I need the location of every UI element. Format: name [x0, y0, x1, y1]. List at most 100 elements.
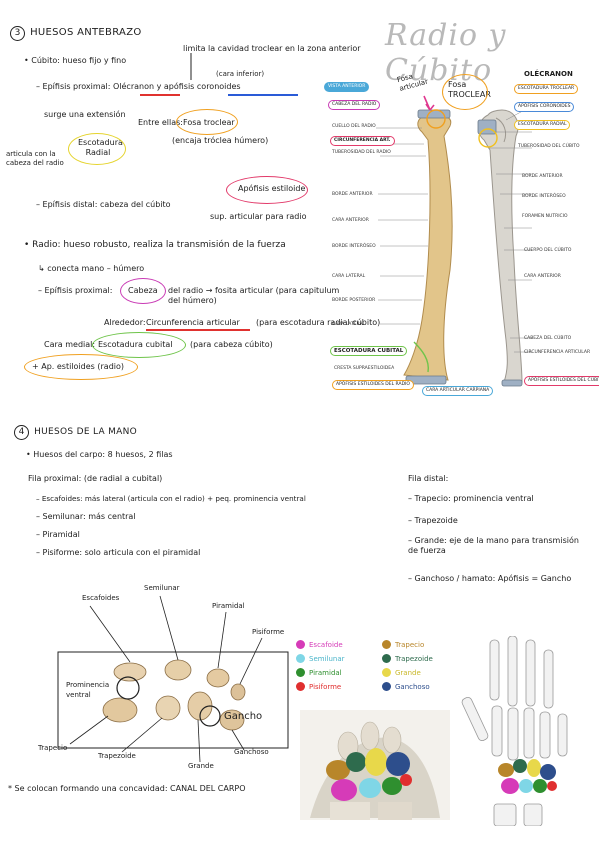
- fila-proximal-label: Fila proximal: (de radial a cubital): [28, 474, 163, 483]
- escotadura-cubital-rest: (para cabeza cúbito): [190, 340, 273, 349]
- cara-anterior-cubito-label: CARA ANTERIOR: [524, 274, 561, 279]
- alrededor-label: Alrededor:: [104, 318, 146, 327]
- dist-item-2: – Trapezoide: [408, 516, 458, 525]
- escotadura-cubital-highlight: [92, 332, 186, 358]
- foramen-nutricio-label: FORAMEN NUTRICIO: [522, 214, 568, 219]
- radius-bone: [403, 114, 453, 381]
- legend-label: Trapecio: [395, 640, 425, 649]
- hand-skeleton-illustration: [461, 636, 568, 826]
- escotadura-radial-highlight: [68, 133, 126, 165]
- borde-anterior-radio-label: BORDE ANTERIOR: [332, 192, 373, 197]
- epifisis-distal-cubito: – Epífisis distal: cabeza del cúbito: [36, 200, 171, 209]
- fila-distal-label: Fila distal:: [408, 474, 449, 483]
- prox-item-2: – Semilunar: más central: [36, 512, 136, 521]
- tuberosidad-radio-label: TUBEROSIDAD DEL RADIO: [332, 150, 391, 155]
- apofisis-coronoides-label: APÓFISIS CORONOIDES: [514, 102, 575, 112]
- dist-item-3: – Grande: eje de la mano para transmisió…: [408, 536, 579, 555]
- cubito-line: • Cúbito: hueso fijo y fino: [24, 56, 127, 65]
- epifisis-proximal-radio: – Epífisis proximal:: [38, 286, 113, 295]
- escafoides-label: Escafoides: [82, 594, 120, 602]
- circunferencia-text: Circunferencia articular: [146, 318, 240, 327]
- legend-label: Ganchoso: [395, 682, 430, 691]
- escotadura-radial-figure-label: ESCOTADURA RADIAL: [514, 120, 571, 130]
- carpo-line: • Huesos del carpo: 8 huesos, 2 filas: [26, 450, 173, 459]
- carpus-legend: Escafoide Semilunar Piramidal Pisiforme …: [296, 640, 456, 710]
- prox-item-3: – Piramidal: [36, 530, 80, 539]
- ulna-bone: [478, 109, 523, 383]
- trapezoide-label: Trapezoide: [98, 752, 136, 760]
- carpus-figure: Escafoides Semilunar Piramidal Pisiforme…: [30, 582, 300, 772]
- legend-trapezoide: Trapezoide: [382, 654, 433, 663]
- radius-ulna-illustration: [376, 95, 533, 387]
- olecranon-underline: [140, 94, 180, 96]
- ap-estiloides-highlight: [24, 354, 138, 380]
- cara-articular-carpiana-label: CARA ARTICULAR CARPIANA: [422, 386, 494, 396]
- legend-dot: [382, 640, 391, 649]
- cara-medial-label: Cara medial:: [44, 340, 96, 349]
- cabeza-highlight: [120, 278, 166, 304]
- legend-dot: [382, 682, 391, 691]
- legend-dot: [296, 640, 305, 649]
- legend-dot: [382, 668, 391, 677]
- colored-carpus-illustration: [300, 710, 450, 820]
- apofisis-estiloide-highlight: [226, 176, 308, 204]
- legend-label: Piramidal: [309, 668, 342, 677]
- radio-line: • Radio: hueso robusto, realiza la trans…: [24, 240, 286, 250]
- borde-anterior-cubito-label: BORDE ANTERIOR: [522, 174, 563, 179]
- cara-lateral-radio-label: CARA LATERAL: [332, 274, 366, 279]
- cara-lateral-2-label: CARA LATERAL: [332, 322, 366, 327]
- grande-label: Grande: [188, 762, 214, 770]
- circunferencia-rest: (para escotadura radial cúbito): [256, 318, 381, 327]
- prox-item-1: – Escafoides: más lateral (articula con …: [36, 494, 306, 503]
- cresta-supraestiloidea-label: CRESTA SUPRAESTILOIDEA: [334, 366, 395, 371]
- legend-label: Pisiforme: [309, 682, 342, 691]
- escotadura-cubital-figure-label: ESCOTADURA CUBITAL: [330, 346, 408, 356]
- section4-header: 4 HUESOS DE LA MANO: [14, 419, 137, 440]
- forearm-script-title: Radio y Cúbito: [385, 18, 507, 88]
- section3-title: HUESOS ANTEBRAZO: [30, 27, 142, 38]
- borde-posterior-radio-label: BORDE POSTERIOR: [332, 298, 376, 303]
- semilunar-label: Semilunar: [144, 584, 180, 592]
- forearm-figure: VISTA ANTERIOR Fosa articular Fosa TROCL…: [318, 70, 599, 410]
- legend-dot: [296, 682, 305, 691]
- circunferencia-figure-label: CIRCUNFERENCIA ART.: [330, 136, 395, 146]
- section4-number-badge: 4: [14, 425, 29, 440]
- limita-arrow: [190, 53, 192, 80]
- prox-item-4: – Pisiforme: solo articula con el pirami…: [36, 548, 201, 557]
- sup-articular-note: sup. articular para radio: [210, 212, 307, 221]
- circunferencia-articular-cubito-label: CIRCUNFERENCIA ARTICULAR: [524, 350, 591, 355]
- legend-ganchoso: Ganchoso: [382, 682, 430, 691]
- legend-label: Grande: [395, 668, 421, 677]
- borde-interoseo-cubito-label: BORDE INTERÓSEO: [522, 194, 566, 199]
- legend-semilunar: Semilunar: [296, 654, 345, 663]
- fosa-troclear-figure-highlight: [442, 74, 488, 110]
- legend-escafoide: Escafoide: [296, 640, 343, 649]
- fosa-troclear-highlight: [176, 109, 238, 135]
- cuello-radio-label: CUELLO DEL RADIO: [332, 124, 376, 129]
- olecranon-label: OLÉCRANON: [524, 70, 573, 78]
- section3-header: 3 HUESOS ANTEBRAZO: [10, 20, 142, 41]
- encaja-note: (encaja tróclea húmero): [172, 136, 269, 145]
- section4-title: HUESOS DE LA MANO: [34, 427, 138, 437]
- escotadura-troclear-label: ESCOTADURA TROCLEAR: [514, 84, 579, 94]
- legend-dot: [296, 668, 305, 677]
- cuerpo-cubito-label: CUERPO DEL CÚBITO: [524, 248, 572, 253]
- dist-item-1: – Trapecio: prominencia ventral: [408, 494, 534, 503]
- borde-interoseo-radio-label: BORDE INTERÓSEO: [332, 244, 376, 249]
- legend-dot: [382, 654, 391, 663]
- coronoides-underline: [228, 94, 298, 96]
- carpus-illustration: [57, 595, 289, 763]
- legend-dot: [296, 654, 305, 663]
- vista-anterior-label: VISTA ANTERIOR: [324, 82, 370, 92]
- entre-ellas: Entre ellas:: [138, 118, 183, 127]
- concavidad-note: * Se colocan formando una concavidad: CA…: [8, 784, 246, 793]
- piramidal-label: Piramidal: [212, 602, 245, 610]
- ganchoso-label: Ganchoso: [234, 748, 269, 756]
- legend-grande: Grande: [382, 668, 421, 677]
- trapecio-label: Trapecio: [38, 744, 68, 752]
- conecta-note: ↳ conecta mano – húmero: [38, 264, 145, 273]
- legend-trapecio: Trapecio: [382, 640, 424, 649]
- limita-note: limita la cavidad troclear en la zona an…: [183, 44, 361, 53]
- tuberosidad-cubito-label: TUBEROSIDAD DEL CÚBITO: [518, 144, 580, 149]
- cabeza-radio-label: CABEZA DEL RADIO: [328, 100, 381, 110]
